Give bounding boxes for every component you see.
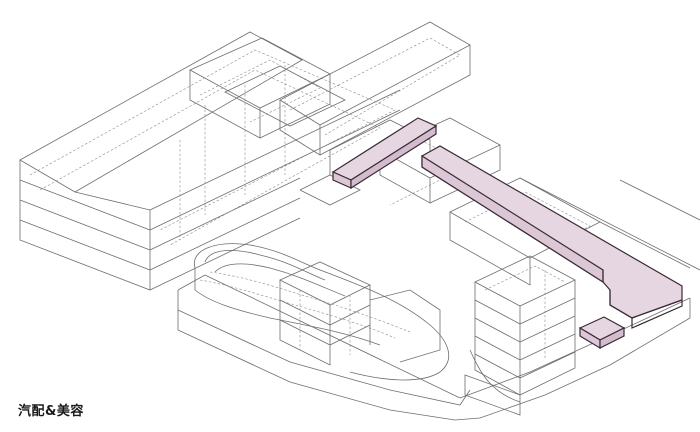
base-platform [177, 274, 691, 421]
right-lower-blocks [379, 117, 700, 286]
legend-caption: 汽配&美容 [18, 404, 84, 419]
curved-podium-building [177, 243, 471, 421]
left-building-block [19, 31, 401, 291]
right-tower-block [464, 255, 576, 416]
highlighted-auto-parts-beauty-zone [331, 117, 683, 350]
